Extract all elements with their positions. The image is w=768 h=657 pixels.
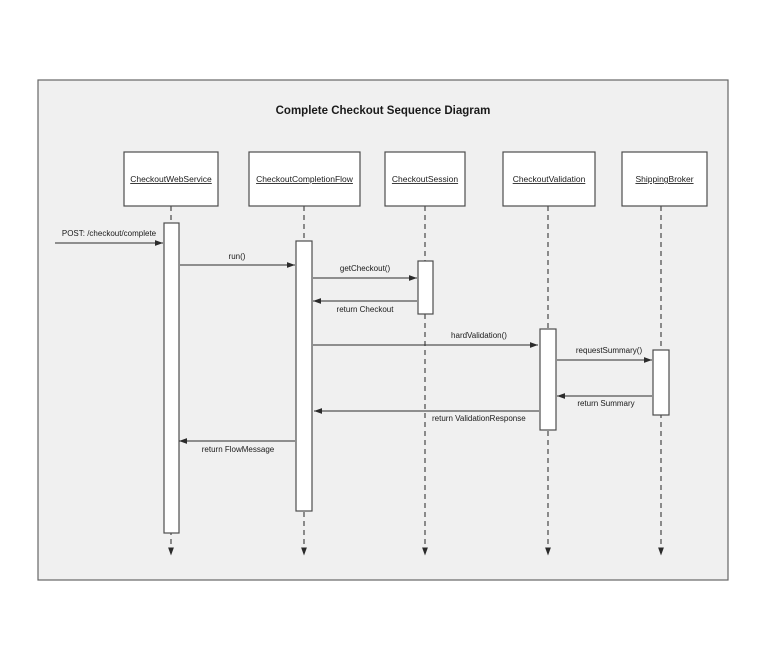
- message-label-msg-return-validation-response: return ValidationResponse: [432, 414, 526, 423]
- participant-box-shipping-broker[interactable]: [621, 151, 708, 207]
- activation-checkout-validation: [539, 328, 557, 431]
- message-label-msg-post-checkout-complete: POST: /checkout/complete: [62, 229, 157, 238]
- message-label-msg-get-checkout: getCheckout(): [340, 264, 391, 273]
- participants-group: CheckoutWebService CheckoutCompletionFlow…: [123, 151, 708, 207]
- message-label-msg-run: run(): [229, 252, 246, 261]
- activation-shipping-broker: [652, 349, 670, 416]
- message-label-msg-return-summary: return Summary: [577, 399, 634, 408]
- message-label-msg-hard-validation: hardValidation(): [451, 331, 507, 340]
- participant-box-checkout-session[interactable]: [384, 151, 466, 207]
- participant-label-checkout-validation: CheckoutValidation: [513, 174, 586, 184]
- participant-label-checkout-web-service: CheckoutWebService: [130, 174, 212, 184]
- participant-box-checkout-web-service[interactable]: [123, 151, 219, 207]
- participant-label-checkout-session: CheckoutSession: [392, 174, 458, 184]
- participant-label-shipping-broker: ShippingBroker: [635, 174, 693, 184]
- participant-box-checkout-completion-flow[interactable]: [248, 151, 361, 207]
- participant-box-checkout-validation[interactable]: [502, 151, 596, 207]
- message-label-msg-return-checkout: return Checkout: [337, 305, 395, 314]
- message-label-msg-return-flow-message: return FlowMessage: [202, 445, 275, 454]
- message-label-msg-request-summary: requestSummary(): [576, 346, 643, 355]
- participant-label-checkout-completion-flow: CheckoutCompletionFlow: [256, 174, 354, 184]
- activation-checkout-web-service: [163, 222, 180, 534]
- activation-checkout-session: [417, 260, 434, 315]
- activation-checkout-completion-flow: [295, 240, 313, 512]
- messages-group: POST: /checkout/complete run() getCheckout…: [55, 229, 652, 454]
- page-title: Complete Checkout Sequence Diagram: [276, 105, 491, 117]
- activations-group: [163, 222, 670, 534]
